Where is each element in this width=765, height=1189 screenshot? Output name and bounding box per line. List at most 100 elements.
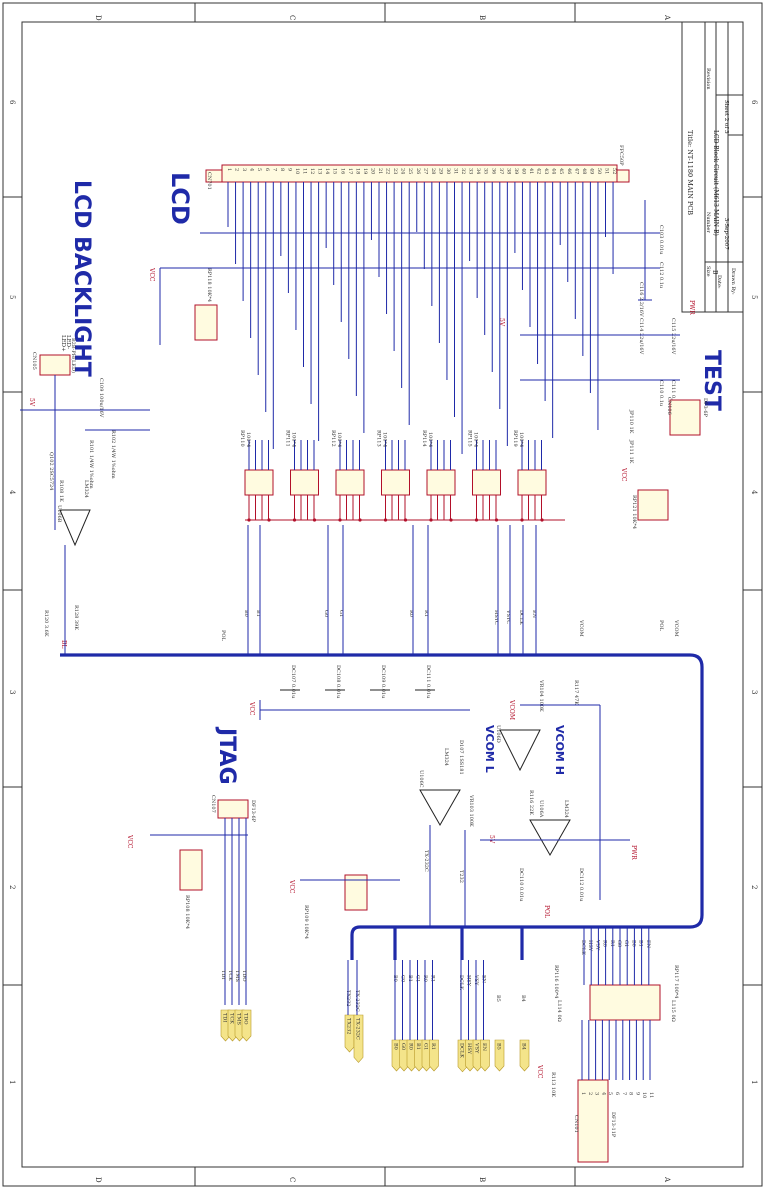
- cn701-pin-27: 27: [422, 168, 428, 174]
- cn701-pin-52: 52: [611, 168, 617, 174]
- tag-ctrl-en-shape: [480, 1039, 490, 1072]
- svg-text:RP109 10K*4: RP109 10K*4: [303, 905, 309, 939]
- cn701-pin-31: 31: [453, 168, 459, 174]
- svg-text:5V: 5V: [28, 398, 35, 407]
- cn101-net-7: B0: [630, 940, 636, 947]
- svg-text:Drawn By:: Drawn By:: [730, 268, 736, 295]
- cn701-pin-28: 28: [430, 168, 436, 174]
- svg-text:Number: Number: [705, 212, 711, 233]
- cn101-net-6: G1: [623, 940, 629, 947]
- svg-text:VR103 100K: VR103 100K: [468, 794, 474, 827]
- net-b5: B5: [495, 995, 501, 1002]
- svg-text:5: 5: [8, 295, 16, 299]
- net-g1: G1: [338, 610, 344, 617]
- net-pol-2: POL: [658, 620, 664, 631]
- cn701-pin-36: 36: [490, 168, 496, 174]
- svg-text:LED-: LED-: [65, 335, 71, 349]
- rp115-ref: RP115: [467, 430, 473, 447]
- svg-text:TX-232C: TX-232C: [423, 850, 429, 872]
- cn701-pin-18: 18: [354, 168, 360, 174]
- svg-text:B: B: [478, 15, 486, 20]
- cn106-test-connector: CN106 DF3-6P JP110 1K JP111 1K RP121 10K…: [620, 397, 708, 529]
- cn701-pin-45: 45: [558, 168, 564, 174]
- net-b0: B0: [243, 610, 249, 617]
- cn101-pin-11: 11: [648, 1092, 654, 1098]
- tag-tdi: TDI: [222, 1013, 228, 1022]
- cn701-pin-22: 22: [385, 168, 391, 174]
- svg-text:D: D: [94, 1177, 102, 1183]
- cn701-pin-37: 37: [498, 168, 504, 174]
- rp112-ref: RP112: [330, 430, 336, 447]
- net-dclk: DCLK: [518, 610, 524, 625]
- svg-text:FFC50P: FFC50P: [618, 145, 624, 166]
- tag-b5: B5: [496, 1043, 502, 1050]
- cn701-pin-29: 29: [437, 168, 443, 174]
- svg-text:CN106: CN106: [666, 397, 672, 415]
- svg-text:VCC: VCC: [126, 834, 133, 849]
- svg-text:D107 1SS181: D107 1SS181: [458, 740, 464, 775]
- svg-text:BL: BL: [60, 640, 67, 648]
- svg-text:B: B: [711, 270, 718, 275]
- svg-text:LM324: LM324: [563, 800, 569, 818]
- rp114-value: 100*4: [427, 432, 433, 447]
- svg-text:R128 39K: R128 39K: [73, 605, 79, 630]
- net-vsyc: VSYC: [505, 609, 511, 624]
- svg-text:C109 100u/16V: C109 100u/16V: [98, 378, 104, 418]
- svg-text:5: 5: [750, 295, 758, 299]
- cn701-pin-40: 40: [520, 168, 526, 174]
- rp110-value: 100*4: [245, 432, 251, 447]
- svg-text:4: 4: [750, 490, 758, 495]
- svg-text:CN107: CN107: [210, 795, 216, 813]
- jtag-net-tdo: TDO: [241, 970, 247, 981]
- cn101-pin-4: 4: [600, 1092, 606, 1095]
- cn701-pin-43: 43: [543, 168, 549, 174]
- tag-tx-232c: TX-232C: [355, 1018, 361, 1040]
- tag-ctrl-hsy: HSY: [466, 1043, 472, 1055]
- cn701-pin-47: 47: [573, 168, 579, 174]
- title-block: Title: NT-1180 MAIN PCB Size B Number LC…: [681, 21, 744, 313]
- net-r1: R1: [423, 610, 429, 617]
- cn701-pin-32: 32: [460, 168, 466, 174]
- cn701-pin-4: 4: [249, 168, 255, 171]
- tag-tx232-shape: [344, 1014, 355, 1053]
- tag-color-2: R0: [408, 1043, 414, 1050]
- svg-text:RP108 10K*4: RP108 10K*4: [184, 895, 190, 929]
- svg-text:R102 1/4W 1%ohm: R102 1/4W 1%ohm: [110, 430, 116, 479]
- svg-text:U106A: U106A: [538, 800, 544, 818]
- cn101-block: CN101 DF13-11P RP116 100*4 RP117 100*4 L…: [536, 965, 679, 1163]
- svg-text:6: 6: [8, 100, 16, 105]
- cn701-pin-46: 46: [566, 168, 572, 174]
- net-r0: R0: [408, 610, 414, 617]
- svg-text:A: A: [663, 14, 671, 21]
- svg-text:2: 2: [750, 885, 758, 889]
- tag-b4: B4: [521, 1043, 527, 1050]
- cn701-pin-34: 34: [475, 168, 481, 174]
- tag-ctrl-vsy: VSY: [474, 1042, 480, 1054]
- svg-text:R116 22K: R116 22K: [528, 790, 534, 815]
- cn101-pin-1: 1: [580, 1092, 586, 1095]
- svg-text:CN101: CN101: [573, 1115, 579, 1133]
- backlight-circuit: CN105 LED+ LED- B2B-PH(LED) 5V Q102 2SC5…: [20, 335, 150, 655]
- svg-text:Sheet 2 of 3: Sheet 2 of 3: [723, 100, 729, 134]
- cn701-pin-19: 19: [362, 168, 368, 174]
- jtag-net-tck: TCK: [227, 970, 233, 981]
- svg-text:VCC: VCC: [288, 879, 295, 894]
- cn701-pin-26: 26: [415, 168, 421, 174]
- tag-tdo-shape: [241, 1009, 252, 1042]
- cn101-net-0: DCLK: [580, 940, 586, 955]
- tag-color-5: R1: [430, 1043, 436, 1050]
- svg-text:Date:: Date:: [716, 275, 722, 289]
- svg-text:RP116 100*4: RP116 100*4: [553, 965, 559, 999]
- test-heading: TEST: [699, 350, 724, 411]
- svg-text:3: 3: [750, 690, 758, 694]
- svg-text:DF13-11P: DF13-11P: [610, 1112, 616, 1138]
- svg-text:C110 0.1u: C110 0.1u: [658, 380, 664, 407]
- cn701-pin-49: 49: [588, 168, 594, 174]
- cn701-pin-44: 44: [551, 168, 557, 174]
- svg-text:D: D: [94, 15, 102, 21]
- tag-tms: TMS: [236, 1013, 242, 1025]
- vcom-circuit: U106D VCOM VR104 100K R117 47K D107 1SS1…: [418, 679, 637, 927]
- cn701-pin-35: 35: [483, 168, 489, 174]
